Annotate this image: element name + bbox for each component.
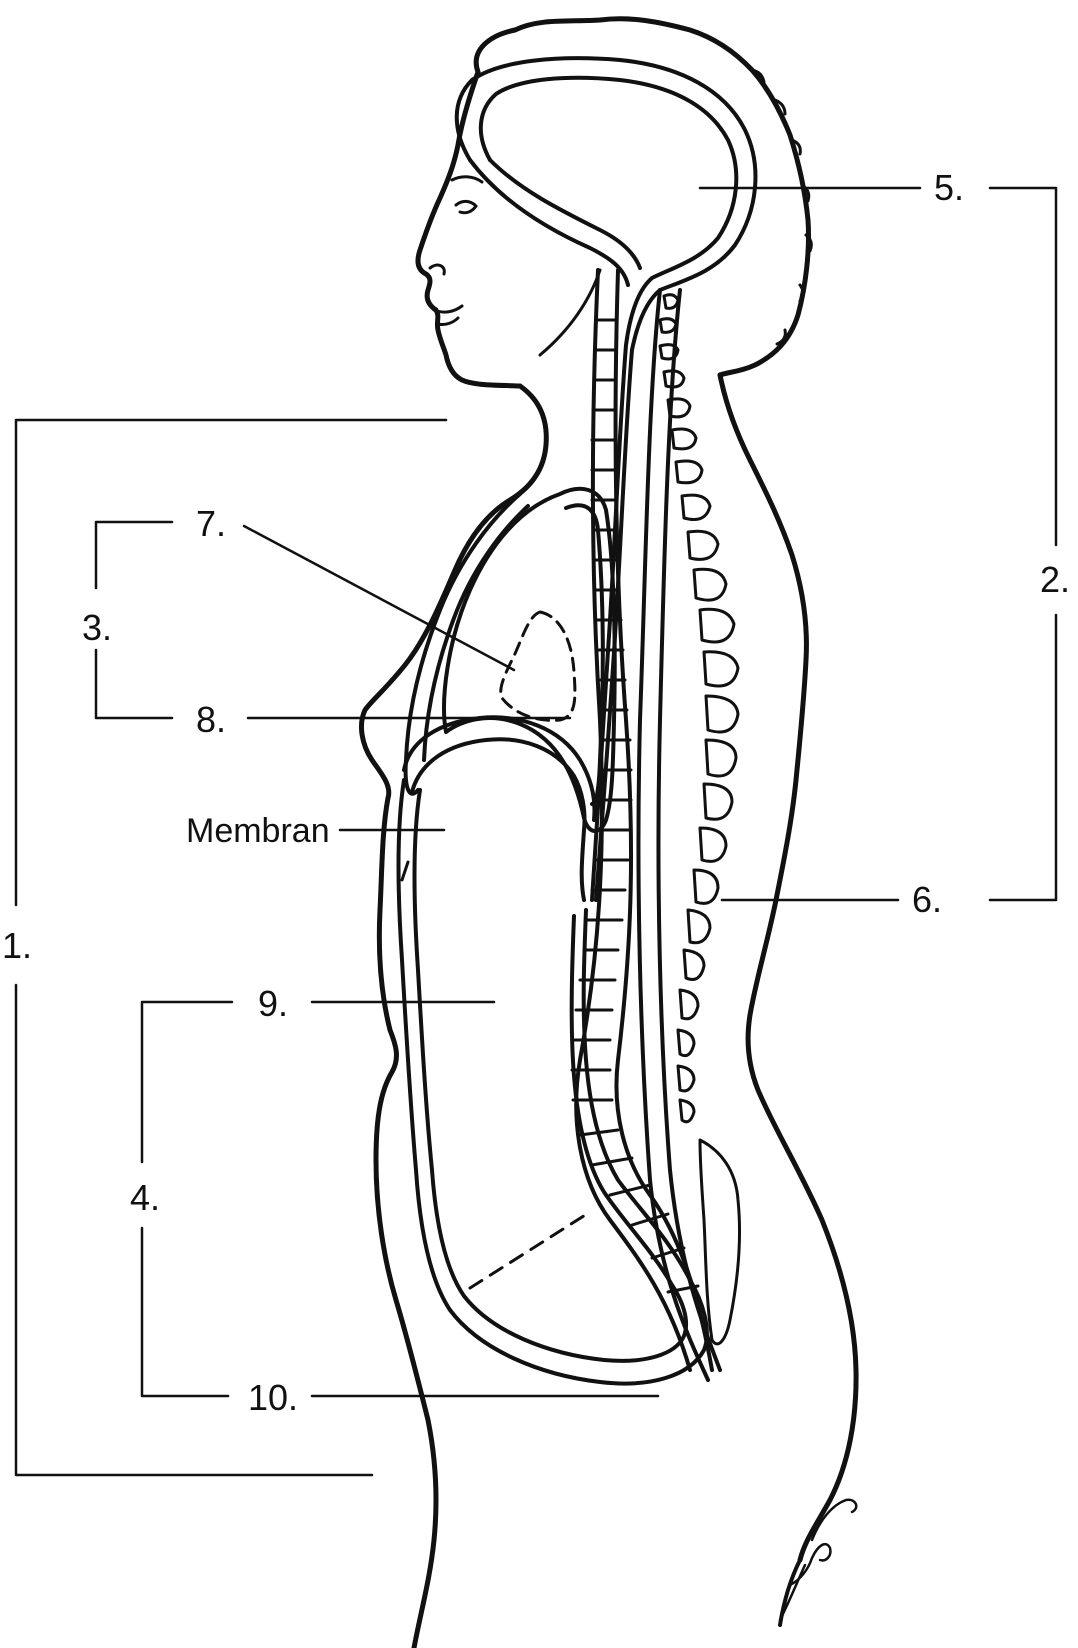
label-10: 10. [248,1377,298,1418]
cranial-cavity-inner [481,78,736,900]
body-outline [361,19,856,1648]
diaphragm-lower [412,739,585,900]
label-4: 4. [130,1177,160,1218]
label-1: 1. [2,925,32,966]
eye [456,201,476,212]
label-2: 2. [1040,559,1070,600]
labels: 1. 2. 3. 4. 5. 6. 7. 8. 9. 10. Membran [2,167,1070,1418]
eyebrow [452,177,482,182]
cranial-floor [490,160,640,268]
front-neck [361,386,546,798]
label-5: 5. [934,167,964,208]
label-9: 9. [258,983,288,1024]
jaw-line [540,270,600,355]
front-torso [376,798,436,1648]
label-3: 3. [82,607,112,648]
vertebral-column-back-edge [616,270,712,1370]
label-8: 8. [196,699,226,740]
cranial-floor-outer [470,160,628,285]
pericardial-cavity [501,612,575,720]
nostril [430,265,444,274]
face-profile [418,72,520,386]
bracket-2 [990,188,1056,900]
back-outline [720,375,856,1560]
vertebral-discs [572,320,698,1292]
label-6: 6. [912,879,942,920]
leader-lines [16,188,1056,1475]
abdominal-pelvic-divider [470,1212,590,1288]
label-membrane: Membran [186,812,330,850]
front-wall-fold [402,862,408,880]
label-7: 7. [196,503,226,544]
